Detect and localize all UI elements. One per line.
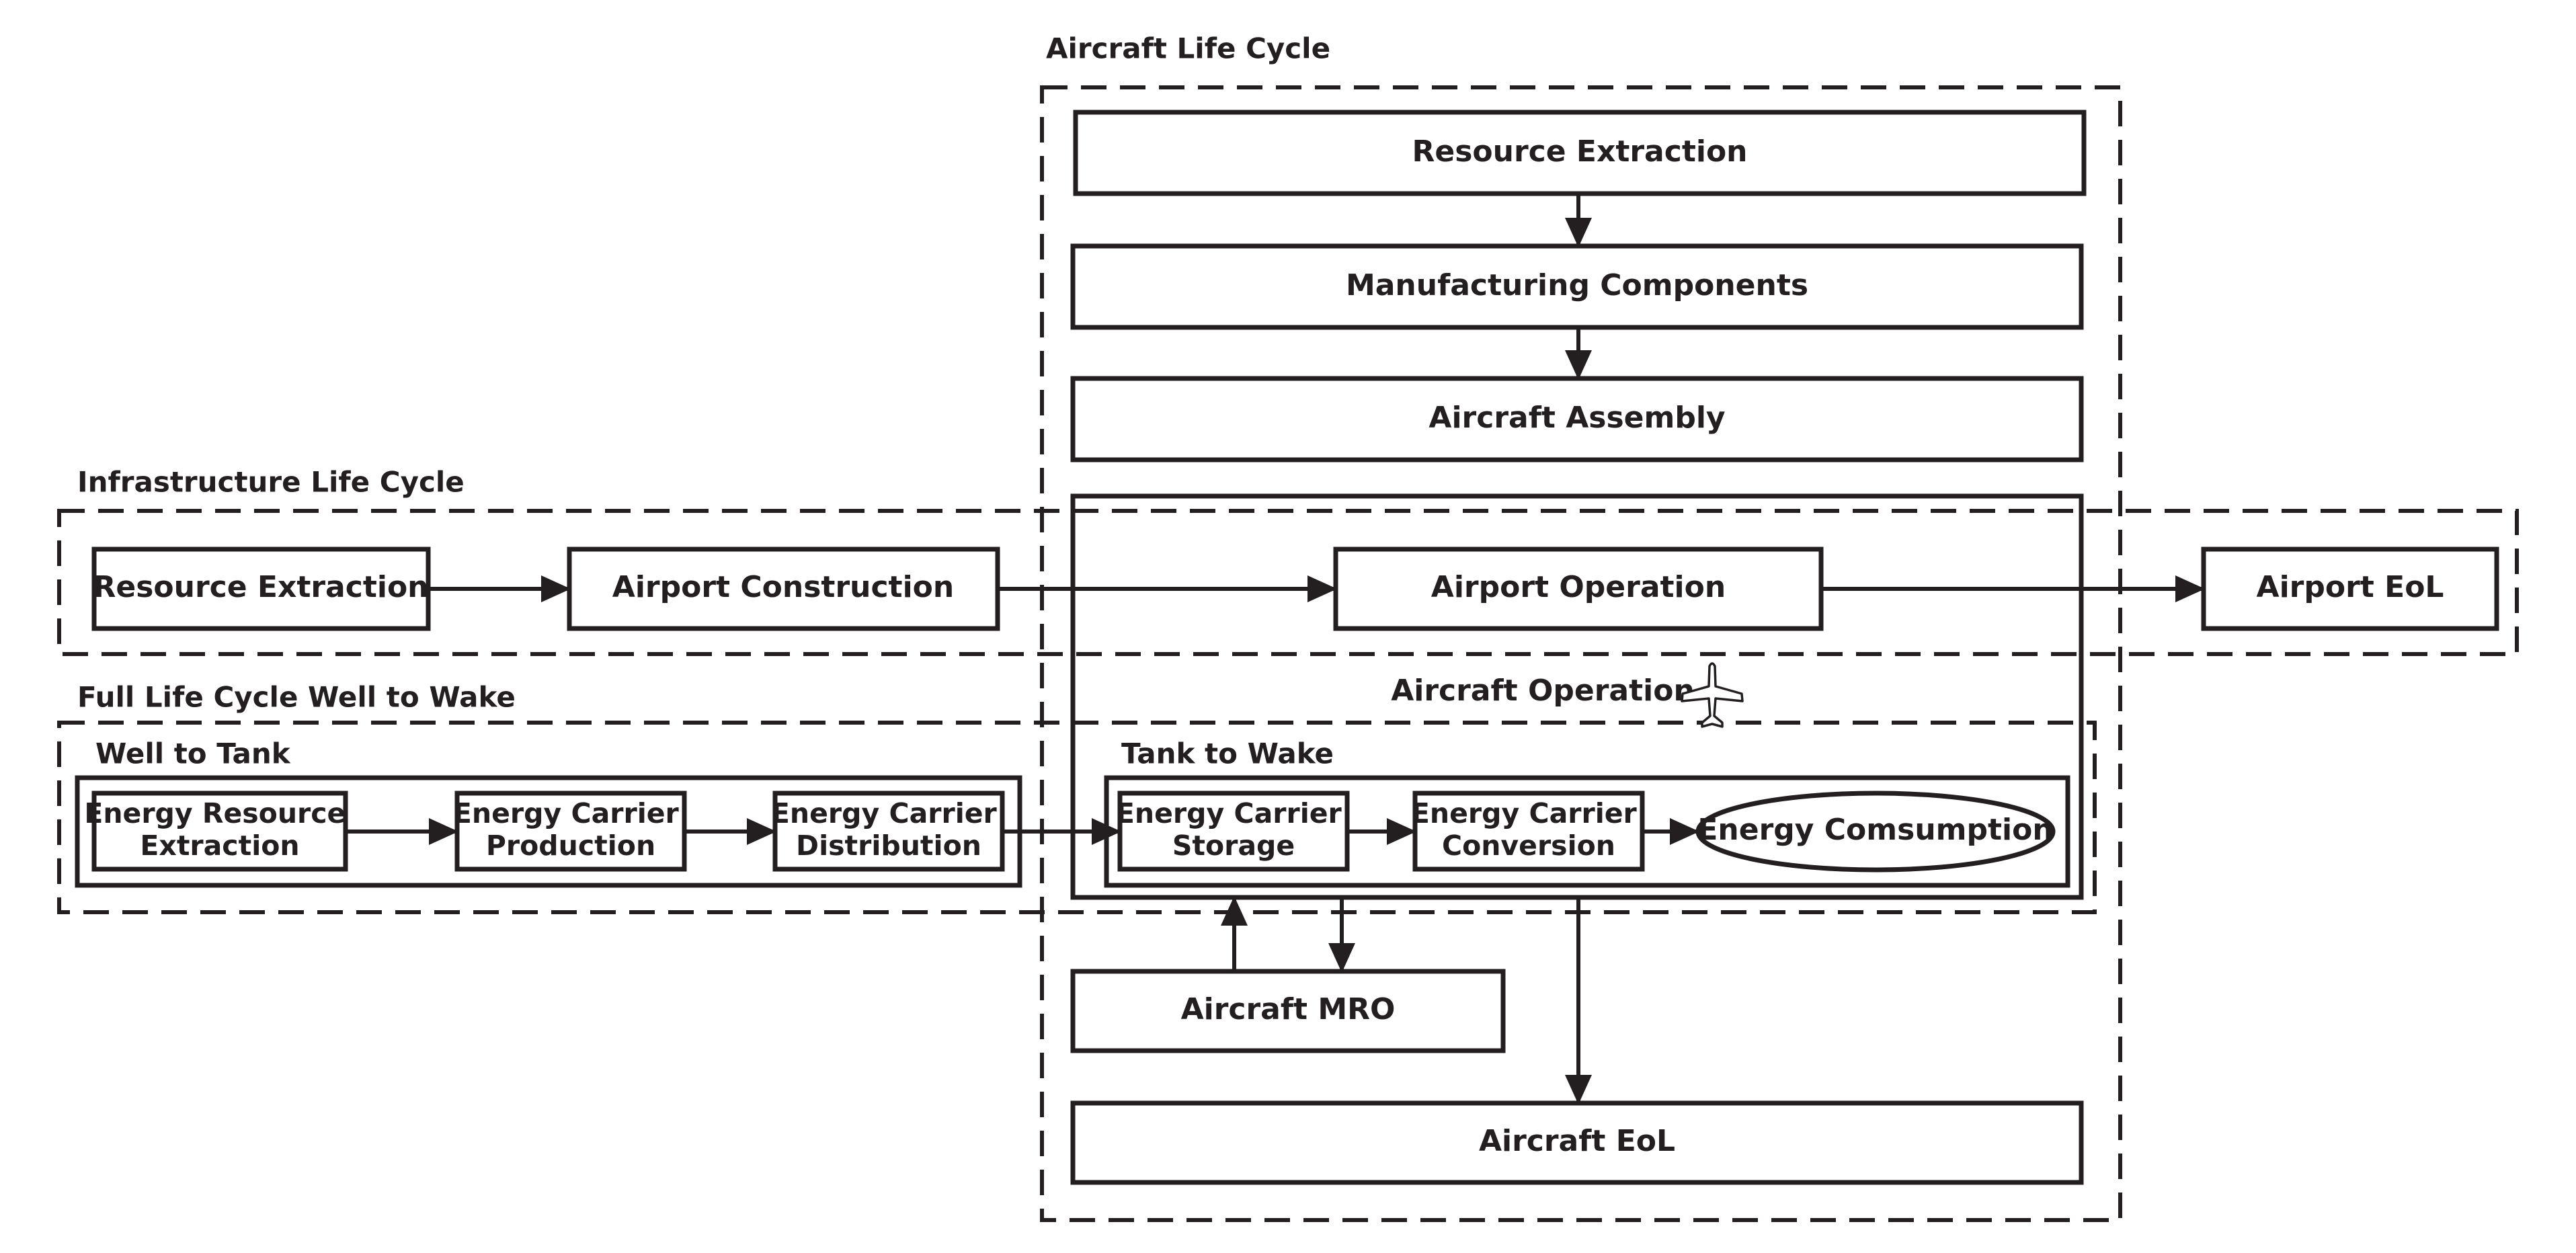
aircraft-assembly-label: Aircraft Assembly <box>1428 401 1725 435</box>
airport-construction-label: Airport Construction <box>612 570 954 604</box>
well-to-tank-title: Well to Tank <box>95 737 291 770</box>
energy-carrier-storage-line1: Energy Carrier <box>1116 797 1342 830</box>
energy-consumption-label: Energy Comsumption <box>1697 813 2053 847</box>
energy-carrier-production-label: Energy Carrier Production <box>453 797 688 862</box>
energy-carrier-distribution-line1: Energy Carrier <box>771 797 998 830</box>
aircraft-assembly-box <box>1070 376 2084 462</box>
full-life-cycle-title: Full Life Cycle Well to Wake <box>77 681 516 714</box>
airport-construction-box <box>567 547 1000 631</box>
infrastructure-life-cycle-frame <box>57 509 2519 656</box>
tank-to-wake-title: Tank to Wake <box>1121 737 1334 770</box>
energy-carrier-storage-line2: Storage <box>1172 830 1295 862</box>
airport-operation-label: Airport Operation <box>1431 570 1726 604</box>
full-life-cycle-frame <box>57 721 2097 914</box>
airport-eol-label: Airport EoL <box>2257 570 2444 604</box>
aircraft-eol-box <box>1070 1100 2084 1185</box>
tank-to-wake-frame <box>1104 775 2070 888</box>
energy-resource-extraction-box <box>91 791 348 872</box>
energy-carrier-production-line2: Production <box>486 830 655 862</box>
energy-carrier-distribution-line2: Distribution <box>796 830 981 862</box>
energy-carrier-conversion-line1: Energy Carrier <box>1411 797 1638 830</box>
energy-resource-extraction-label: Energy Resource Extraction <box>84 797 355 862</box>
aircraft-operation-label: Aircraft Operation <box>1391 674 1695 708</box>
aircraft-eol-label: Aircraft EoL <box>1479 1124 1675 1158</box>
energy-resource-extraction-line2: Extraction <box>140 830 299 862</box>
aircraft-resource-extraction-label: Resource Extraction <box>1412 134 1747 169</box>
infrastructure-life-cycle-title: Infrastructure Life Cycle <box>77 466 465 499</box>
aircraft-resource-extraction-box <box>1073 110 2087 196</box>
infra-resource-extraction-label: Resource Extraction <box>93 570 428 604</box>
energy-carrier-conversion-line2: Conversion <box>1442 830 1615 862</box>
aircraft-life-cycle-title: Aircraft Life Cycle <box>1046 32 1330 65</box>
energy-carrier-distribution-label: Energy Carrier Distribution <box>771 797 1006 862</box>
energy-resource-extraction-line1: Energy Resource <box>84 797 346 830</box>
energy-carrier-production-line1: Energy Carrier <box>453 797 680 830</box>
energy-carrier-storage-label: Energy Carrier Storage <box>1116 797 1351 862</box>
aircraft-mro-box <box>1070 969 1506 1053</box>
infra-resource-extraction-box <box>91 547 431 631</box>
energy-carrier-conversion-label: Energy Carrier Conversion <box>1411 797 1646 862</box>
aircraft-life-cycle-frame <box>1040 85 2122 1222</box>
manufacturing-components-label: Manufacturing Components <box>1346 268 1808 302</box>
airplane-icon <box>1681 662 1744 728</box>
aircraft-mro-label: Aircraft MRO <box>1181 992 1396 1026</box>
